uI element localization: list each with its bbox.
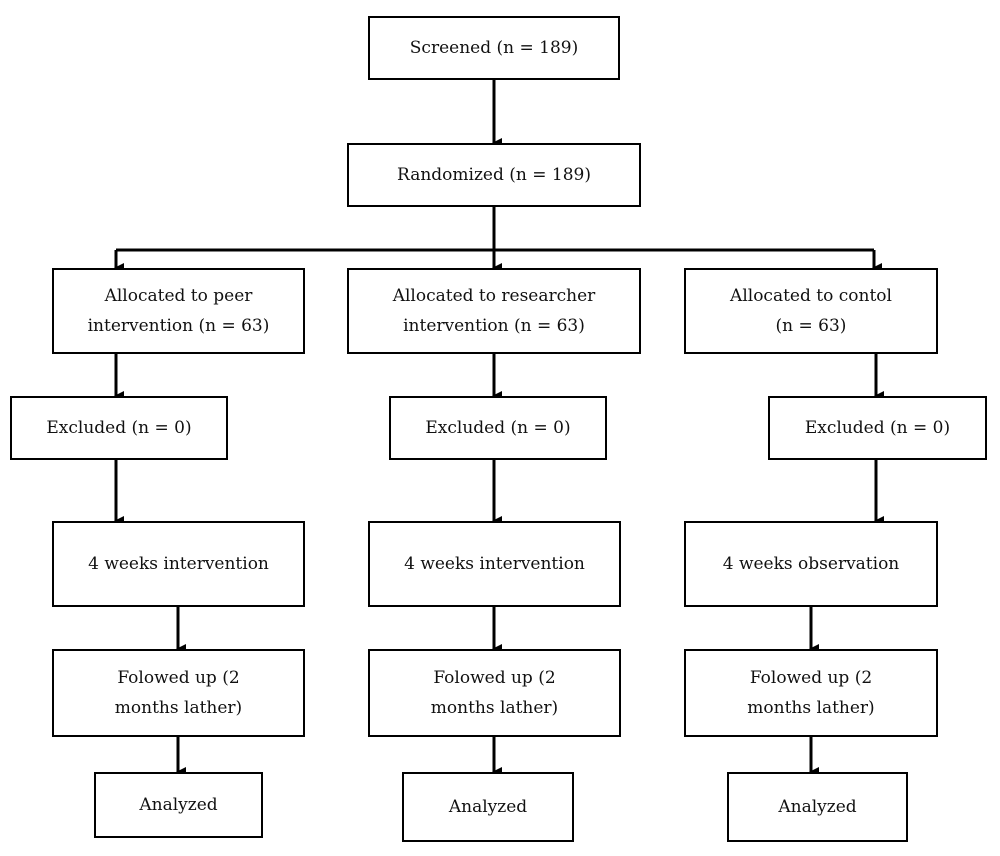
screened-box: Screened (n = 189): [368, 16, 620, 80]
arm3-allocated-line2: (n = 63): [775, 316, 847, 336]
arm1-analyzed-box: Analyzed: [94, 772, 263, 838]
arm1-allocated-box: Allocated to peer intervention (n = 63): [52, 268, 305, 354]
randomized-box: Randomized (n = 189): [347, 143, 641, 207]
arm3-followup-box: Folowed up (2 months lather): [684, 649, 938, 737]
arm1-followup-line1: Folowed up (2: [117, 668, 240, 688]
arm2-allocated-line1: Allocated to researcher: [392, 286, 596, 306]
arm1-allocated-line1: Allocated to peer: [104, 286, 253, 306]
arm3-allocated-line1: Allocated to contol: [730, 286, 892, 306]
arm1-excluded-label: Excluded (n = 0): [46, 418, 192, 438]
arm2-followup-line2: months lather): [430, 698, 559, 718]
arm2-excluded-box: Excluded (n = 0): [389, 396, 607, 460]
arm2-followup-line1: Folowed up (2: [433, 668, 556, 688]
arm1-analyzed-label: Analyzed: [139, 795, 218, 815]
arm2-activity-label: 4 weeks intervention: [404, 554, 585, 574]
arm3-allocated-box: Allocated to contol (n = 63): [684, 268, 938, 354]
arm1-allocated-line2: intervention (n = 63): [87, 316, 270, 336]
arm2-allocated-line2: intervention (n = 63): [403, 316, 585, 336]
arm1-activity-box: 4 weeks intervention: [52, 521, 305, 607]
arm1-followup-line2: months lather): [114, 698, 243, 718]
arm3-activity-label: 4 weeks observation: [722, 554, 900, 574]
arm3-analyzed-label: Analyzed: [778, 797, 857, 817]
arm2-excluded-label: Excluded (n = 0): [425, 418, 571, 438]
arm3-excluded-label: Excluded (n = 0): [804, 418, 951, 438]
arm1-excluded-box: Excluded (n = 0): [10, 396, 228, 460]
arm1-followup-box: Folowed up (2 months lather): [52, 649, 305, 737]
arm2-analyzed-box: Analyzed: [402, 772, 574, 842]
arm3-activity-box: 4 weeks observation: [684, 521, 938, 607]
arm3-followup-line1: Folowed up (2: [749, 668, 873, 688]
arm2-followup-box: Folowed up (2 months lather): [368, 649, 621, 737]
arm3-analyzed-box: Analyzed: [727, 772, 908, 842]
arm2-analyzed-label: Analyzed: [448, 797, 528, 817]
screened-label: Screened (n = 189): [409, 38, 579, 58]
arm1-activity-label: 4 weeks intervention: [88, 554, 269, 574]
arm3-excluded-box: Excluded (n = 0): [768, 396, 987, 460]
arm2-allocated-box: Allocated to researcher intervention (n …: [347, 268, 641, 354]
arm3-followup-line2: months lather): [747, 698, 875, 718]
randomized-label: Randomized (n = 189): [397, 165, 591, 185]
arm2-activity-box: 4 weeks intervention: [368, 521, 621, 607]
